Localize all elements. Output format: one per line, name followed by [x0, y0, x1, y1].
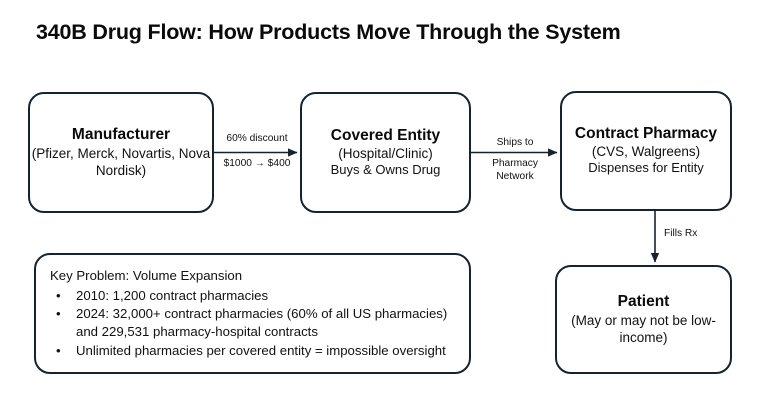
list-item-text: Unlimited pharmacies per covered entity … — [76, 342, 446, 358]
edge-label-manufacturer-discount: 60% discount — [226, 133, 288, 144]
edge-label-manufacturer-price: $1000 → $400 — [223, 158, 291, 169]
list-item: • Unlimited pharmacies per covered entit… — [50, 342, 455, 360]
list-item-text: 2010: 1,200 contract pharmacies — [76, 287, 269, 303]
node-patient-heading: Patient — [617, 293, 670, 311]
node-patient-detail: (May or may not be low-income) — [571, 312, 716, 345]
node-covered-entity-detail2: Buys & Owns Drug — [330, 161, 441, 177]
node-contract-pharmacy[interactable]: Contract Pharmacy (CVS, Walgreens) Dispe… — [560, 91, 732, 211]
node-covered-entity-heading: Covered Entity — [330, 126, 441, 144]
page-title: 340B Drug Flow: How Products Move Throug… — [36, 20, 621, 44]
list-item: • 2024: 32,000+ contract pharmacies (60%… — [50, 305, 455, 341]
node-key-problem[interactable]: Key Problem: Volume Expansion • 2010: 1,… — [34, 253, 471, 374]
edge-label-ships-to: Ships to — [496, 137, 534, 148]
node-covered-entity[interactable]: Covered Entity (Hospital/Clinic) Buys & … — [300, 92, 471, 213]
node-manufacturer-detail: (Pfizer, Merck, Novartis, Nova Nordisk) — [31, 145, 211, 178]
node-covered-entity-detail: (Hospital/Clinic) — [338, 145, 433, 161]
node-contract-pharmacy-detail: (CVS, Walgreens) — [591, 144, 701, 160]
bullet-glyph: • — [56, 287, 61, 303]
node-contract-pharmacy-heading: Contract Pharmacy — [574, 125, 718, 143]
list-item: • 2010: 1,200 contract pharmacies — [50, 287, 455, 305]
node-manufacturer[interactable]: Manufacturer (Pfizer, Merck, Novartis, N… — [28, 92, 214, 213]
bullet-glyph: • — [56, 306, 61, 322]
key-problem-list: • 2010: 1,200 contract pharmacies • 2024… — [50, 287, 455, 360]
edge-label-pharmacy-network: Pharmacy Network — [492, 158, 538, 183]
node-patient[interactable]: Patient (May or may not be low-income) — [555, 265, 732, 374]
key-problem-heading: Key Problem: Volume Expansion — [50, 268, 243, 284]
bullet-glyph: • — [56, 342, 61, 358]
list-item-text: 2024: 32,000+ contract pharmacies (60% o… — [76, 306, 448, 340]
node-contract-pharmacy-detail2: Dispenses for Entity — [588, 160, 704, 176]
node-manufacturer-heading: Manufacturer — [71, 126, 171, 144]
edge-label-fills-rx: Fills Rx — [664, 228, 698, 239]
